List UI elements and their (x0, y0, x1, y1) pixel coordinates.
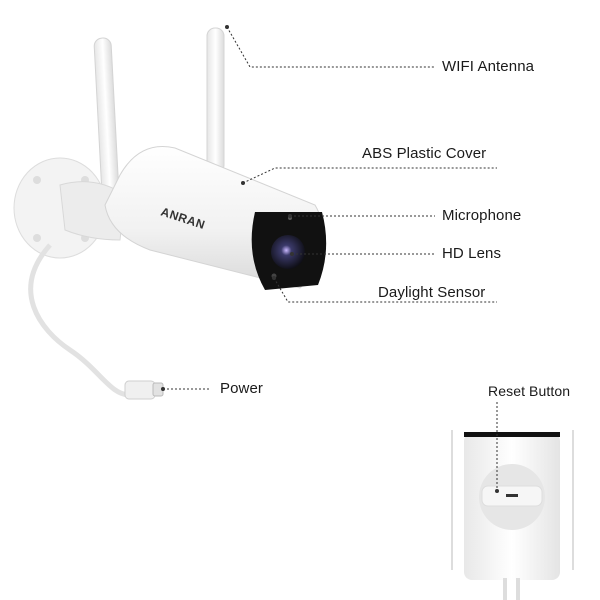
hd-lens (271, 235, 305, 269)
leader-lines (163, 26, 498, 491)
label-daylight-sensor: Daylight Sensor (378, 284, 486, 301)
antenna-right (206, 27, 225, 174)
label-power: Power (220, 380, 264, 397)
label-wifi-antenna: WIFI Antenna (442, 58, 535, 75)
power-cable (28, 243, 151, 398)
label-reset-button: Reset Button (488, 383, 571, 399)
label-hd-lens: HD Lens (442, 245, 502, 262)
wall-mount (13, 157, 126, 259)
power-connector (124, 380, 164, 400)
camera-rear-view (451, 430, 574, 600)
label-microphone: Microphone (442, 207, 522, 224)
antenna-left (93, 37, 120, 199)
label-abs-plastic-cover: ABS Plastic Cover (362, 145, 487, 162)
camera-body: ANRAN (104, 146, 327, 290)
